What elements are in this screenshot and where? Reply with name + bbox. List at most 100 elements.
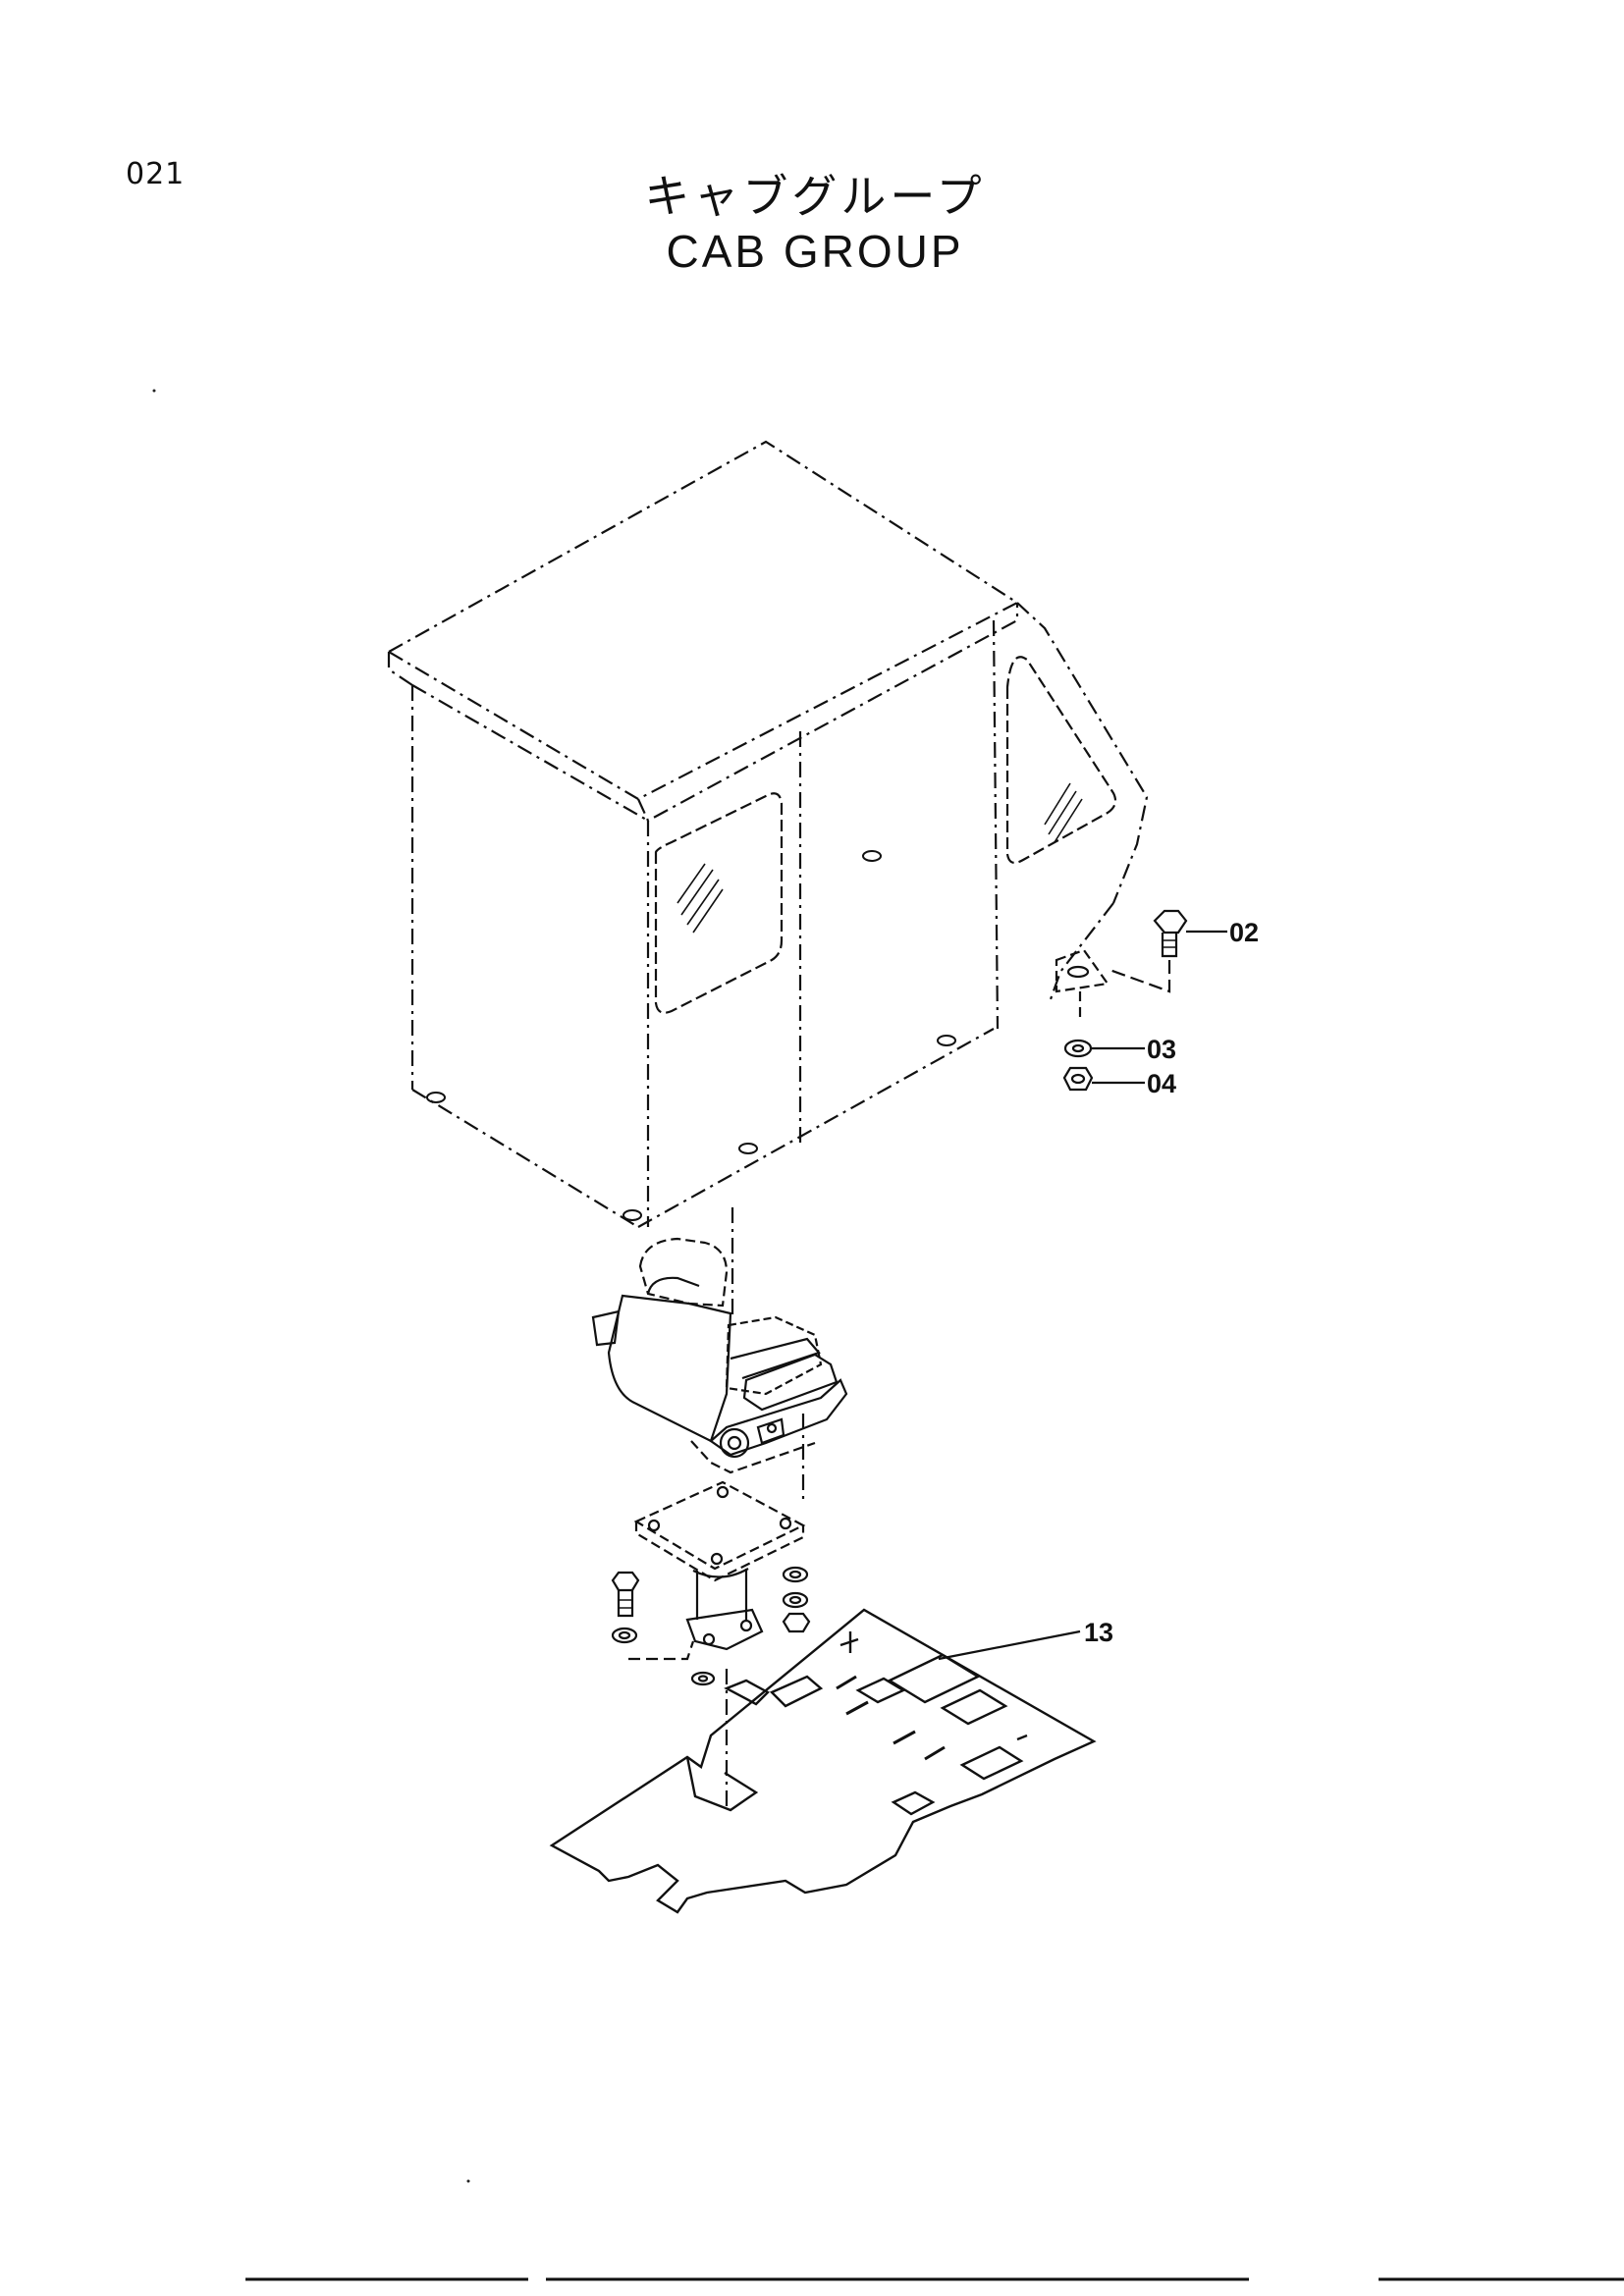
nut-body bbox=[1062, 1066, 1094, 1092]
cab-bottom-front bbox=[637, 1028, 995, 1228]
glass-hatch bbox=[1048, 790, 1077, 835]
stand-bolt-alignment bbox=[628, 1640, 695, 1661]
cab-windows bbox=[654, 656, 1117, 1014]
stand-nut bbox=[782, 1612, 811, 1633]
mount-hole bbox=[623, 1209, 642, 1221]
cab-roof bbox=[386, 440, 1020, 801]
glass-hatch bbox=[680, 869, 714, 916]
cab-bottom-left bbox=[411, 1089, 639, 1228]
cab-assembly bbox=[386, 440, 1149, 1228]
bracket-hole bbox=[1066, 965, 1090, 979]
title-english: CAB GROUP bbox=[666, 226, 964, 277]
cab-nose-outline bbox=[1016, 602, 1149, 904]
cab-mount-holes bbox=[426, 850, 956, 1221]
seat-cushion-front bbox=[742, 1353, 839, 1412]
mat-slot bbox=[893, 1730, 916, 1745]
callout-02: 02 bbox=[1229, 918, 1259, 947]
cab-nose-inner bbox=[992, 619, 1000, 1030]
bolt-alignment-line bbox=[1109, 960, 1171, 993]
seat-cushion-seam bbox=[730, 1337, 821, 1380]
stand-fasteners bbox=[611, 1566, 811, 1686]
seat-cushion-top bbox=[725, 1315, 823, 1396]
mat-hole bbox=[724, 1679, 770, 1706]
washer-inner bbox=[1071, 1043, 1085, 1053]
cab-roof-edge-left bbox=[387, 652, 413, 686]
stand-foot-hole bbox=[702, 1632, 716, 1646]
leader-13 bbox=[938, 1629, 1081, 1661]
cab-nose-lower bbox=[1049, 902, 1114, 1000]
mat-hole bbox=[940, 1688, 1008, 1726]
bracket-plate bbox=[1055, 948, 1110, 993]
seat-base bbox=[709, 1378, 848, 1457]
title-japanese: キャブグループ bbox=[644, 170, 986, 223]
mat-hole bbox=[887, 1653, 981, 1704]
callout-leaders bbox=[938, 930, 1227, 1661]
operator-seat bbox=[591, 1237, 848, 1474]
floor-mat-cutout bbox=[685, 1756, 759, 1812]
callout-04: 04 bbox=[1147, 1069, 1176, 1098]
page-code: 021 bbox=[126, 157, 186, 191]
stand-washer-lower-hole bbox=[697, 1675, 709, 1682]
seat-lever-pin bbox=[766, 1422, 778, 1434]
washer-outer bbox=[1063, 1039, 1093, 1058]
stand-washer bbox=[782, 1566, 809, 1583]
floor-mat-outline bbox=[549, 1608, 1097, 1914]
assembly-alignment-lines bbox=[725, 1207, 805, 1806]
mount-hole bbox=[937, 1035, 956, 1046]
mat-minus-mark bbox=[1016, 1734, 1028, 1741]
scan-speck bbox=[466, 2179, 470, 2183]
bolt-head bbox=[1153, 909, 1188, 934]
mat-slot bbox=[924, 1745, 946, 1761]
stand-bolt-shank bbox=[617, 1590, 634, 1618]
cab-roof-underside bbox=[411, 684, 649, 822]
bolt-shank bbox=[1161, 933, 1178, 958]
mat-hole bbox=[891, 1790, 936, 1816]
mat-slot bbox=[845, 1700, 869, 1716]
stand-washer-hole bbox=[788, 1595, 802, 1605]
callout-13: 13 bbox=[1084, 1618, 1113, 1647]
mount-hole bbox=[862, 850, 882, 862]
seat-armrest-knob bbox=[591, 1309, 621, 1347]
mount-hole bbox=[738, 1143, 758, 1154]
front-window bbox=[1005, 656, 1117, 864]
stand-pedestal-top bbox=[692, 1568, 749, 1578]
title-block: キャブグループ CAB GROUP bbox=[628, 169, 1001, 279]
mount-hole bbox=[426, 1092, 446, 1103]
stand-bolt-hole bbox=[710, 1552, 724, 1566]
mat-hole bbox=[959, 1745, 1024, 1781]
glass-hatch bbox=[1044, 782, 1071, 826]
seat-lever bbox=[756, 1417, 785, 1445]
stand-top-plate-edge bbox=[634, 1522, 805, 1582]
fastener-stack bbox=[1062, 909, 1188, 1092]
mat-plus-mark bbox=[839, 1631, 859, 1653]
headrest-crease bbox=[646, 1276, 700, 1295]
stand-washer-hole bbox=[788, 1570, 802, 1579]
scan-speck bbox=[152, 389, 156, 393]
stand-bolt-head bbox=[611, 1571, 640, 1592]
glass-hatch bbox=[692, 888, 724, 934]
seat-stand bbox=[633, 1480, 806, 1651]
stand-washer-lower bbox=[690, 1671, 716, 1686]
mat-slot bbox=[836, 1675, 857, 1690]
cab-corner-bracket bbox=[1055, 948, 1110, 993]
stand-bolt-hole bbox=[647, 1519, 661, 1532]
stand-foot bbox=[685, 1608, 764, 1651]
seat-base-shadow bbox=[690, 1440, 816, 1474]
stand-bolt-hole bbox=[716, 1485, 730, 1499]
mat-hole bbox=[855, 1677, 906, 1704]
seat-pivot-inner bbox=[727, 1435, 742, 1451]
mat-hole bbox=[769, 1675, 824, 1708]
glass-hatch bbox=[1054, 798, 1083, 843]
nut-bore bbox=[1070, 1073, 1086, 1085]
side-window bbox=[654, 792, 784, 1014]
stand-washer bbox=[611, 1627, 638, 1644]
floor-mat bbox=[549, 1608, 1097, 1914]
glass-hatch bbox=[677, 863, 706, 904]
stand-washer-hole bbox=[618, 1630, 631, 1640]
seat-pivot-outer bbox=[719, 1427, 750, 1459]
stand-washer bbox=[782, 1591, 809, 1609]
stand-foot-hole bbox=[739, 1619, 753, 1632]
seat-backrest bbox=[607, 1294, 732, 1443]
seat-headrest bbox=[638, 1237, 729, 1308]
